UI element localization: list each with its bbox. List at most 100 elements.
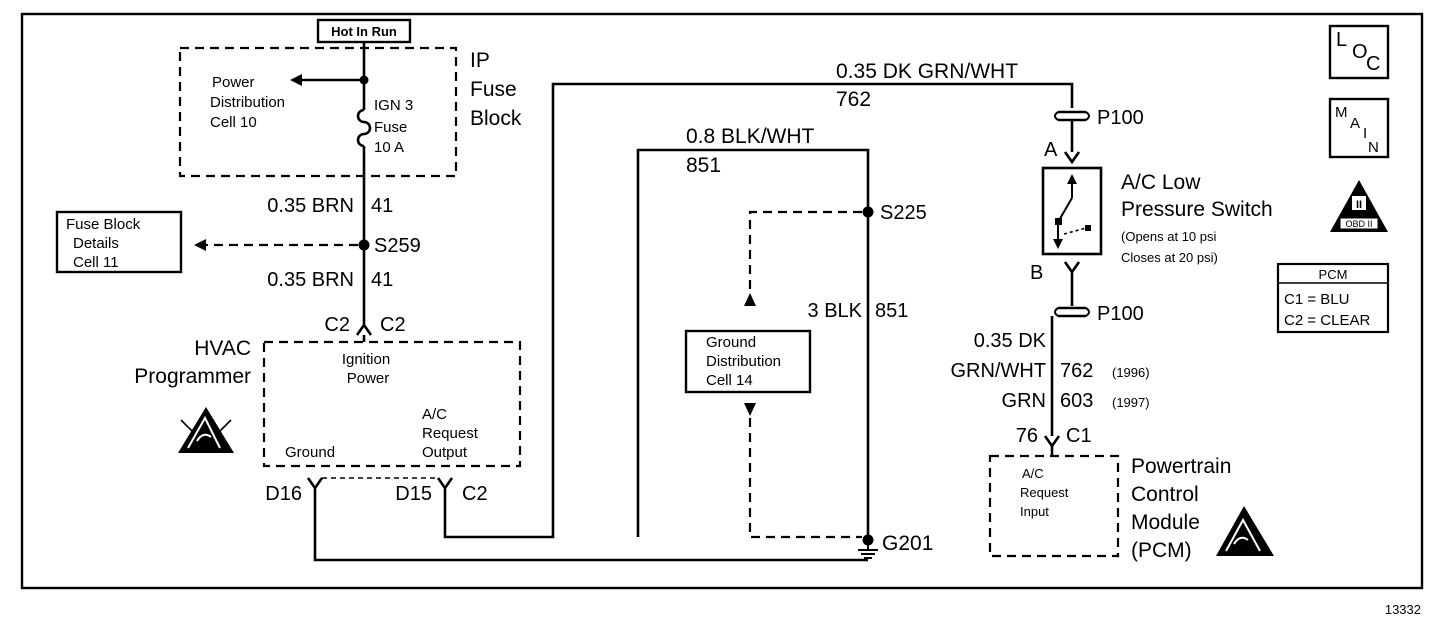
- hvac-c2-left: C2: [324, 314, 350, 336]
- fuse-block-details-2: Details: [73, 235, 119, 252]
- wire-3blk-color: 3 BLK: [808, 300, 863, 322]
- ground-g201-dot: [862, 534, 874, 546]
- power-distribution-label-2: Distribution: [210, 94, 285, 111]
- ac-request-output-label-1: A/C: [422, 406, 447, 423]
- pcm-legend-row2: C2 = CLEAR: [1284, 312, 1370, 329]
- wire-41-bottom-color: 0.35 BRN: [267, 269, 354, 291]
- pin-d16-label: D16: [265, 483, 302, 505]
- pin-d16-symbol: [306, 477, 324, 491]
- wire-41-top-color: 0.35 BRN: [267, 195, 354, 217]
- wire-851-top-circuit: 851: [686, 154, 721, 177]
- connector-c2-symbol: [355, 322, 373, 336]
- pcm-name-3: Module: [1131, 511, 1200, 534]
- pin-c2-label: C2: [462, 483, 488, 505]
- loc-icon: [1328, 24, 1390, 80]
- connector-p100-top-label: P100: [1097, 107, 1144, 129]
- ignition-power-label-2: Power: [347, 370, 390, 387]
- ground-dist-dash-bottom: [748, 418, 862, 539]
- pin-a-label: A: [1044, 139, 1058, 161]
- wire-762-bottom-color: GRN/WHT: [950, 360, 1046, 382]
- fuse-block-details-3: Cell 11: [73, 254, 119, 271]
- fuse-label-2: Fuse: [374, 119, 407, 136]
- fuse-icon: [356, 108, 372, 148]
- ip-fuse-block-label-2: Fuse: [470, 78, 517, 101]
- switch-note-1: (Opens at 10 psi: [1121, 229, 1216, 244]
- ground-distribution-2: Distribution: [706, 353, 781, 370]
- switch-name-2: Pressure Switch: [1121, 198, 1273, 221]
- pin-b-label: B: [1030, 262, 1043, 284]
- splice-s225-label: S225: [880, 202, 927, 224]
- main-icon: [1328, 97, 1390, 159]
- pcm-connector-symbol: [1043, 435, 1061, 449]
- pcm-conn-label: C1: [1066, 425, 1092, 447]
- esd-warning-icon: [1216, 506, 1274, 556]
- ac-request-output-label-2: Request: [422, 425, 479, 442]
- pin-d15-symbol: [436, 477, 454, 491]
- ac-request-input-1: A/C: [1022, 466, 1044, 481]
- wire-603-year: (1997): [1112, 395, 1150, 410]
- main-icon-i: I: [1363, 125, 1367, 142]
- connector-p100-top-icon: [1054, 110, 1090, 122]
- hvac-ground-label: Ground: [285, 444, 335, 461]
- wire-3blk-circuit: 851: [875, 300, 908, 322]
- ac-request-output-label-3: Output: [422, 444, 468, 461]
- wire-603-color: GRN: [1002, 390, 1046, 412]
- splice-s259-label: S259: [374, 235, 421, 257]
- arrow-left-icon: [194, 239, 206, 251]
- loc-icon-o: O: [1352, 41, 1368, 63]
- ground-symbol-icon: [858, 545, 878, 559]
- wire-851: [636, 148, 870, 543]
- connector-p100-bottom-label: P100: [1097, 303, 1144, 325]
- diagram-frame: [20, 12, 1424, 590]
- arrow-down-icon: [744, 403, 756, 416]
- pcm-legend-row1: C1 = BLU: [1284, 291, 1349, 308]
- ac-request-input-2: Request: [1020, 485, 1069, 500]
- hvac-programmer-label-2: Programmer: [134, 365, 251, 388]
- fuse-block-details-box: [55, 210, 183, 274]
- pcm-legend-box: [1276, 262, 1390, 334]
- ground-distribution-3: Cell 14: [706, 372, 753, 389]
- hvac-programmer-label-1: HVAC: [194, 337, 251, 360]
- splice-s259-dot: [358, 239, 370, 251]
- wire-762-top-circuit: 762: [836, 88, 871, 111]
- pressure-switch-icon: [1053, 174, 1091, 249]
- ip-fuse-block-label-3: Block: [470, 107, 522, 130]
- fuse-label-3: 10 A: [374, 139, 404, 156]
- wire-762-bottom-line1: 0.35 DK: [974, 330, 1047, 352]
- loc-icon-c: C: [1366, 53, 1380, 75]
- ground-dist-dash-top: [748, 210, 862, 290]
- obd-numeral: II: [1356, 199, 1362, 211]
- splice-s225-dot: [862, 206, 874, 218]
- pcm-pin-label: 76: [1016, 425, 1038, 447]
- ac-request-input-3: Input: [1020, 504, 1049, 519]
- arrow-left-icon: [290, 74, 302, 86]
- pin-a-symbol: [1063, 151, 1081, 165]
- pcm-name-4: (PCM): [1131, 539, 1192, 562]
- pin-d15-label: D15: [395, 483, 432, 505]
- hot-in-run-label: Hot In Run: [331, 24, 397, 39]
- power-distribution-label-1: Power: [212, 74, 255, 91]
- wire-603-circuit: 603: [1060, 390, 1093, 412]
- ground-distribution-1: Ground: [706, 334, 756, 351]
- power-distribution-label-3: Cell 10: [210, 114, 257, 131]
- pcm-module-box: [988, 454, 1120, 558]
- wire-41-top-circuit: 41: [371, 195, 393, 217]
- main-icon-a: A: [1350, 115, 1360, 132]
- wire-851-top-color: 0.8 BLK/WHT: [686, 125, 815, 148]
- fuse-label-1: IGN 3: [374, 97, 413, 114]
- pcm-legend-title: PCM: [1319, 267, 1348, 282]
- ground-distribution-box: [684, 329, 812, 394]
- pin-b-symbol: [1063, 261, 1081, 275]
- esd-warning-icon: [178, 407, 234, 453]
- pcm-name-2: Control: [1131, 483, 1199, 506]
- ground-g201-label: G201: [882, 532, 933, 555]
- switch-note-2: Closes at 20 psi): [1121, 250, 1218, 265]
- obd-label: OBD II: [1345, 219, 1372, 229]
- main-icon-m: M: [1335, 104, 1348, 121]
- fuse-block-details-1: Fuse Block: [66, 216, 141, 233]
- wire-762-bottom-circuit: 762: [1060, 360, 1093, 382]
- obd-ii-icon: [1330, 180, 1388, 232]
- wire-d16-ground: [313, 488, 868, 562]
- ip-fuse-block-label-1: IP: [470, 49, 490, 72]
